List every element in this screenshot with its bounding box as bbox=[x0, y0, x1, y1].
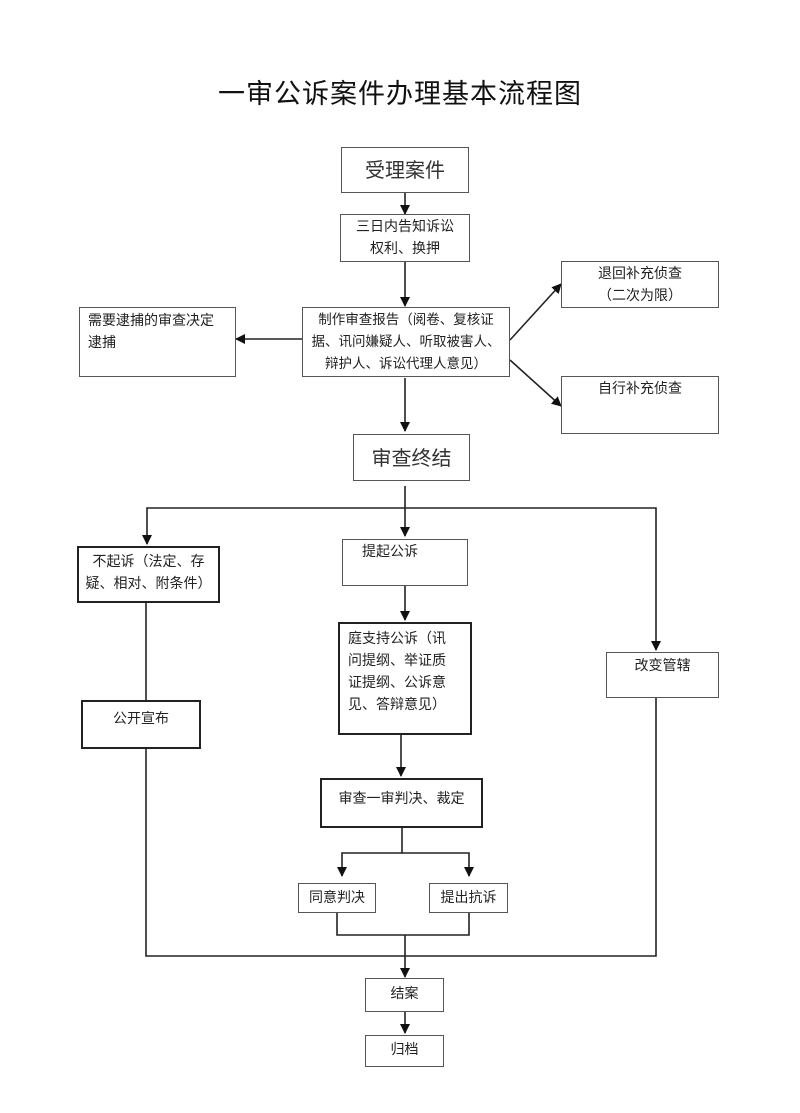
node-public-announce: 公开宣布 bbox=[81, 700, 201, 749]
node-label-line: 退回补充侦查 bbox=[598, 266, 682, 282]
node-label: 结案 bbox=[390, 986, 419, 1002]
node-label-line: （二次为限） bbox=[598, 288, 682, 304]
edge-conclude-to-jurisdiction bbox=[405, 507, 661, 651]
node-court-support: 庭支持公诉（讯 问提纲、举证质 证提纲、公诉意 见、答辩意见） bbox=[338, 622, 472, 735]
node-file-prosecution: 提起公诉 bbox=[342, 539, 468, 586]
node-label: 自行补充侦查 bbox=[598, 381, 682, 397]
edge-judgment-merge bbox=[336, 913, 470, 936]
node-change-jurisdiction: 改变管辖 bbox=[606, 652, 719, 698]
node-close-case: 结案 bbox=[365, 978, 444, 1012]
node-label-line: 证提纲、公诉意 bbox=[348, 675, 446, 691]
node-label: 提起公诉 bbox=[362, 544, 418, 560]
node-no-prosecution: 不起诉（法定、存 疑、相对、附条件） bbox=[77, 546, 220, 603]
node-review-conclude: 审查终结 bbox=[353, 434, 470, 481]
node-label-line: 不起诉（法定、存 bbox=[92, 554, 205, 570]
node-label: 归档 bbox=[390, 1042, 419, 1058]
node-label-line: 见、答辩意见） bbox=[348, 697, 446, 713]
node-review-judgment: 审查一审判决、裁定 bbox=[320, 778, 483, 828]
node-label-line: 辩护人、诉讼代理人意见） bbox=[325, 356, 487, 372]
node-archive: 归档 bbox=[365, 1035, 444, 1067]
node-label-line: 需要逮捕的审查决定 bbox=[88, 313, 214, 329]
edge-review-branch-right bbox=[402, 852, 474, 877]
edge-report-to-return bbox=[509, 283, 562, 341]
node-agree-judgment: 同意判决 bbox=[298, 883, 376, 913]
node-label: 同意判决 bbox=[309, 890, 365, 906]
node-label-line: 逮捕 bbox=[88, 335, 116, 351]
node-label-line: 疑、相对、附条件） bbox=[85, 576, 212, 592]
node-label: 受理案件 bbox=[365, 158, 445, 182]
node-return-investigation: 退回补充侦查 （二次为限） bbox=[561, 261, 719, 308]
node-label-line: 权利、换押 bbox=[370, 241, 440, 257]
node-label: 审查一审判决、裁定 bbox=[338, 791, 465, 807]
node-label: 提出抗诉 bbox=[440, 890, 497, 906]
edge-conclude-to-noprosecution bbox=[142, 507, 405, 545]
node-review-report: 制作审查报告（阅卷、复核证 据、讯问嫌疑人、听取被害人、 辩护人、诉讼代理人意见… bbox=[302, 307, 510, 377]
edge-review-branch bbox=[337, 828, 403, 877]
node-self-investigation: 自行补充侦查 bbox=[561, 376, 719, 434]
node-arrest-review: 需要逮捕的审查决定 逮捕 bbox=[79, 307, 236, 377]
node-label: 审查终结 bbox=[371, 445, 452, 470]
node-accept-case: 受理案件 bbox=[341, 147, 469, 193]
node-label-line: 三日内告知诉讼 bbox=[356, 219, 454, 235]
node-label: 改变管辖 bbox=[634, 658, 691, 674]
node-notify-rights: 三日内告知诉讼 权利、换押 bbox=[340, 214, 470, 262]
node-label-line: 问提纲、举证质 bbox=[348, 653, 446, 669]
node-label-line: 制作审查报告（阅卷、复核证 bbox=[318, 312, 494, 328]
node-label-line: 庭支持公诉（讯 bbox=[348, 631, 446, 647]
diagram-title: 一审公诉案件办理基本流程图 bbox=[218, 79, 582, 110]
node-file-protest: 提出抗诉 bbox=[429, 883, 508, 913]
edge-announce-to-close bbox=[145, 698, 657, 957]
node-label: 公开宣布 bbox=[113, 711, 169, 727]
edge-report-to-self bbox=[509, 359, 562, 407]
node-label-line: 据、讯问嫌疑人、听取被害人、 bbox=[311, 334, 501, 350]
